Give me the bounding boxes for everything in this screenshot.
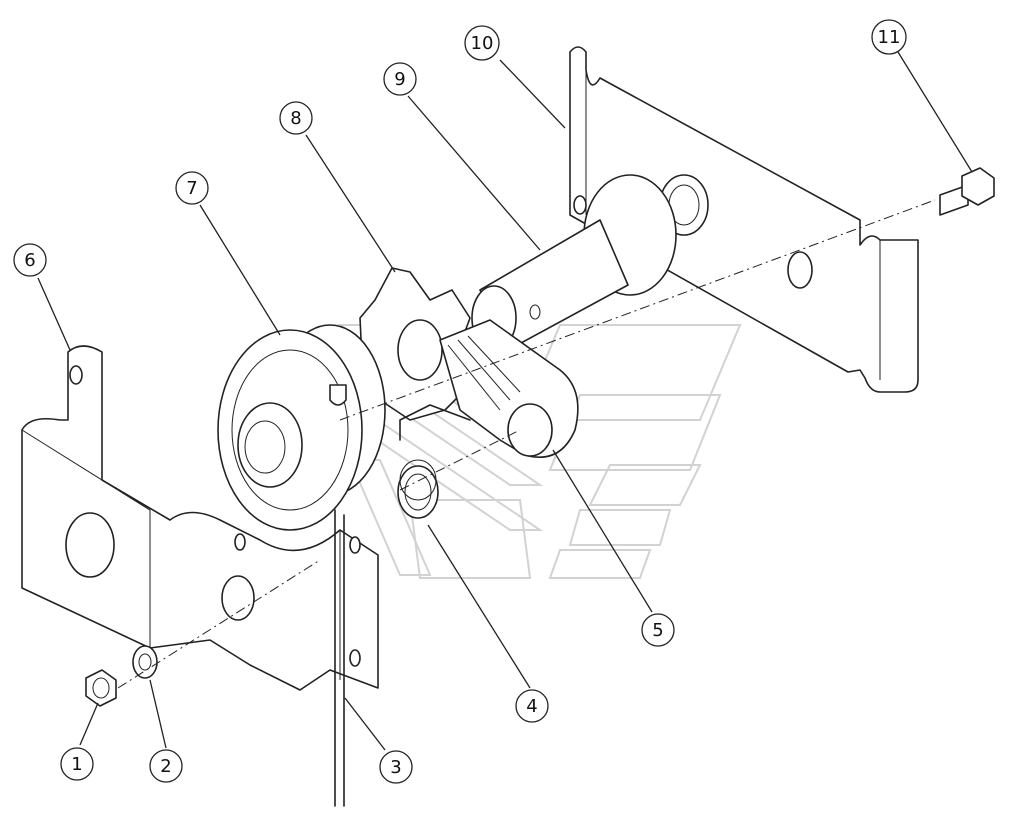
callout-5-label: 5 xyxy=(652,620,663,641)
part-3-rod xyxy=(334,509,345,807)
callout-5: 5 xyxy=(641,613,675,647)
callout-1: 1 xyxy=(60,747,94,781)
callout-6: 6 xyxy=(13,243,47,277)
callout-10: 10 xyxy=(464,25,500,61)
callout-6-label: 6 xyxy=(24,250,35,271)
callout-9: 9 xyxy=(383,62,417,96)
part-2-washer xyxy=(132,645,158,679)
callout-8-label: 8 xyxy=(290,108,301,129)
assembly-axes xyxy=(117,199,936,689)
callout-3-label: 3 xyxy=(390,757,401,778)
callout-2: 2 xyxy=(149,749,183,783)
callout-10-label: 10 xyxy=(471,33,494,54)
part-7-pulley xyxy=(217,324,386,531)
part-6-bracket xyxy=(21,345,379,691)
callout-4-label: 4 xyxy=(526,696,537,717)
callout-7-label: 7 xyxy=(186,178,197,199)
callout-8: 8 xyxy=(279,101,313,135)
callout-3: 3 xyxy=(379,750,413,784)
part-1-nut xyxy=(85,669,117,707)
part-11-bolt xyxy=(939,167,995,216)
leader-lines xyxy=(37,51,973,751)
callout-11: 11 xyxy=(871,19,907,55)
callout-7: 7 xyxy=(175,171,209,205)
part-4-spring xyxy=(397,404,471,519)
callout-2-label: 2 xyxy=(160,756,171,777)
callout-9-label: 9 xyxy=(394,69,405,90)
callout-1-label: 1 xyxy=(71,754,82,775)
callout-4: 4 xyxy=(515,689,549,723)
part-10-mounting-plate xyxy=(569,46,919,393)
part-5-lever xyxy=(439,319,579,459)
part-8-cam xyxy=(359,267,476,421)
callout-11-label: 11 xyxy=(878,27,901,48)
